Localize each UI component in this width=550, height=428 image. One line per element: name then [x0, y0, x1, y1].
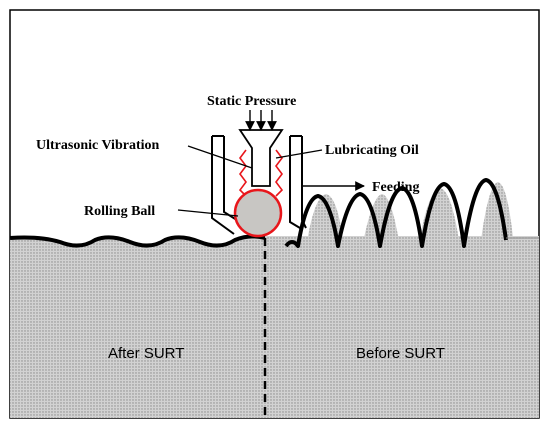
treated-surface-material	[10, 236, 265, 418]
ultrasonic-vibration-label: Ultrasonic Vibration	[36, 138, 159, 153]
after-surt-label: After SURT	[108, 345, 184, 362]
ultrasonic-leader-line	[187, 145, 253, 169]
ultrasonic-horn	[238, 129, 284, 187]
untreated-surface-profile	[284, 178, 508, 248]
before-surt-label: Before SURT	[356, 345, 445, 362]
lubricating-oil-label: Lubricating Oil	[325, 143, 419, 158]
untreated-base-band	[265, 236, 539, 248]
treated-surface-profile	[9, 234, 266, 248]
feeding-label: Feeding	[372, 180, 419, 195]
rolling-ball-label: Rolling Ball	[84, 204, 155, 219]
oil-zigzag-left	[238, 149, 247, 197]
oil-leader-line	[275, 149, 323, 159]
rolling-ball	[233, 188, 283, 238]
oil-zigzag-right	[275, 149, 284, 197]
tool-housing	[211, 136, 307, 235]
ball-leader-line	[177, 209, 239, 217]
static-pressure-label: Static Pressure	[207, 94, 296, 109]
